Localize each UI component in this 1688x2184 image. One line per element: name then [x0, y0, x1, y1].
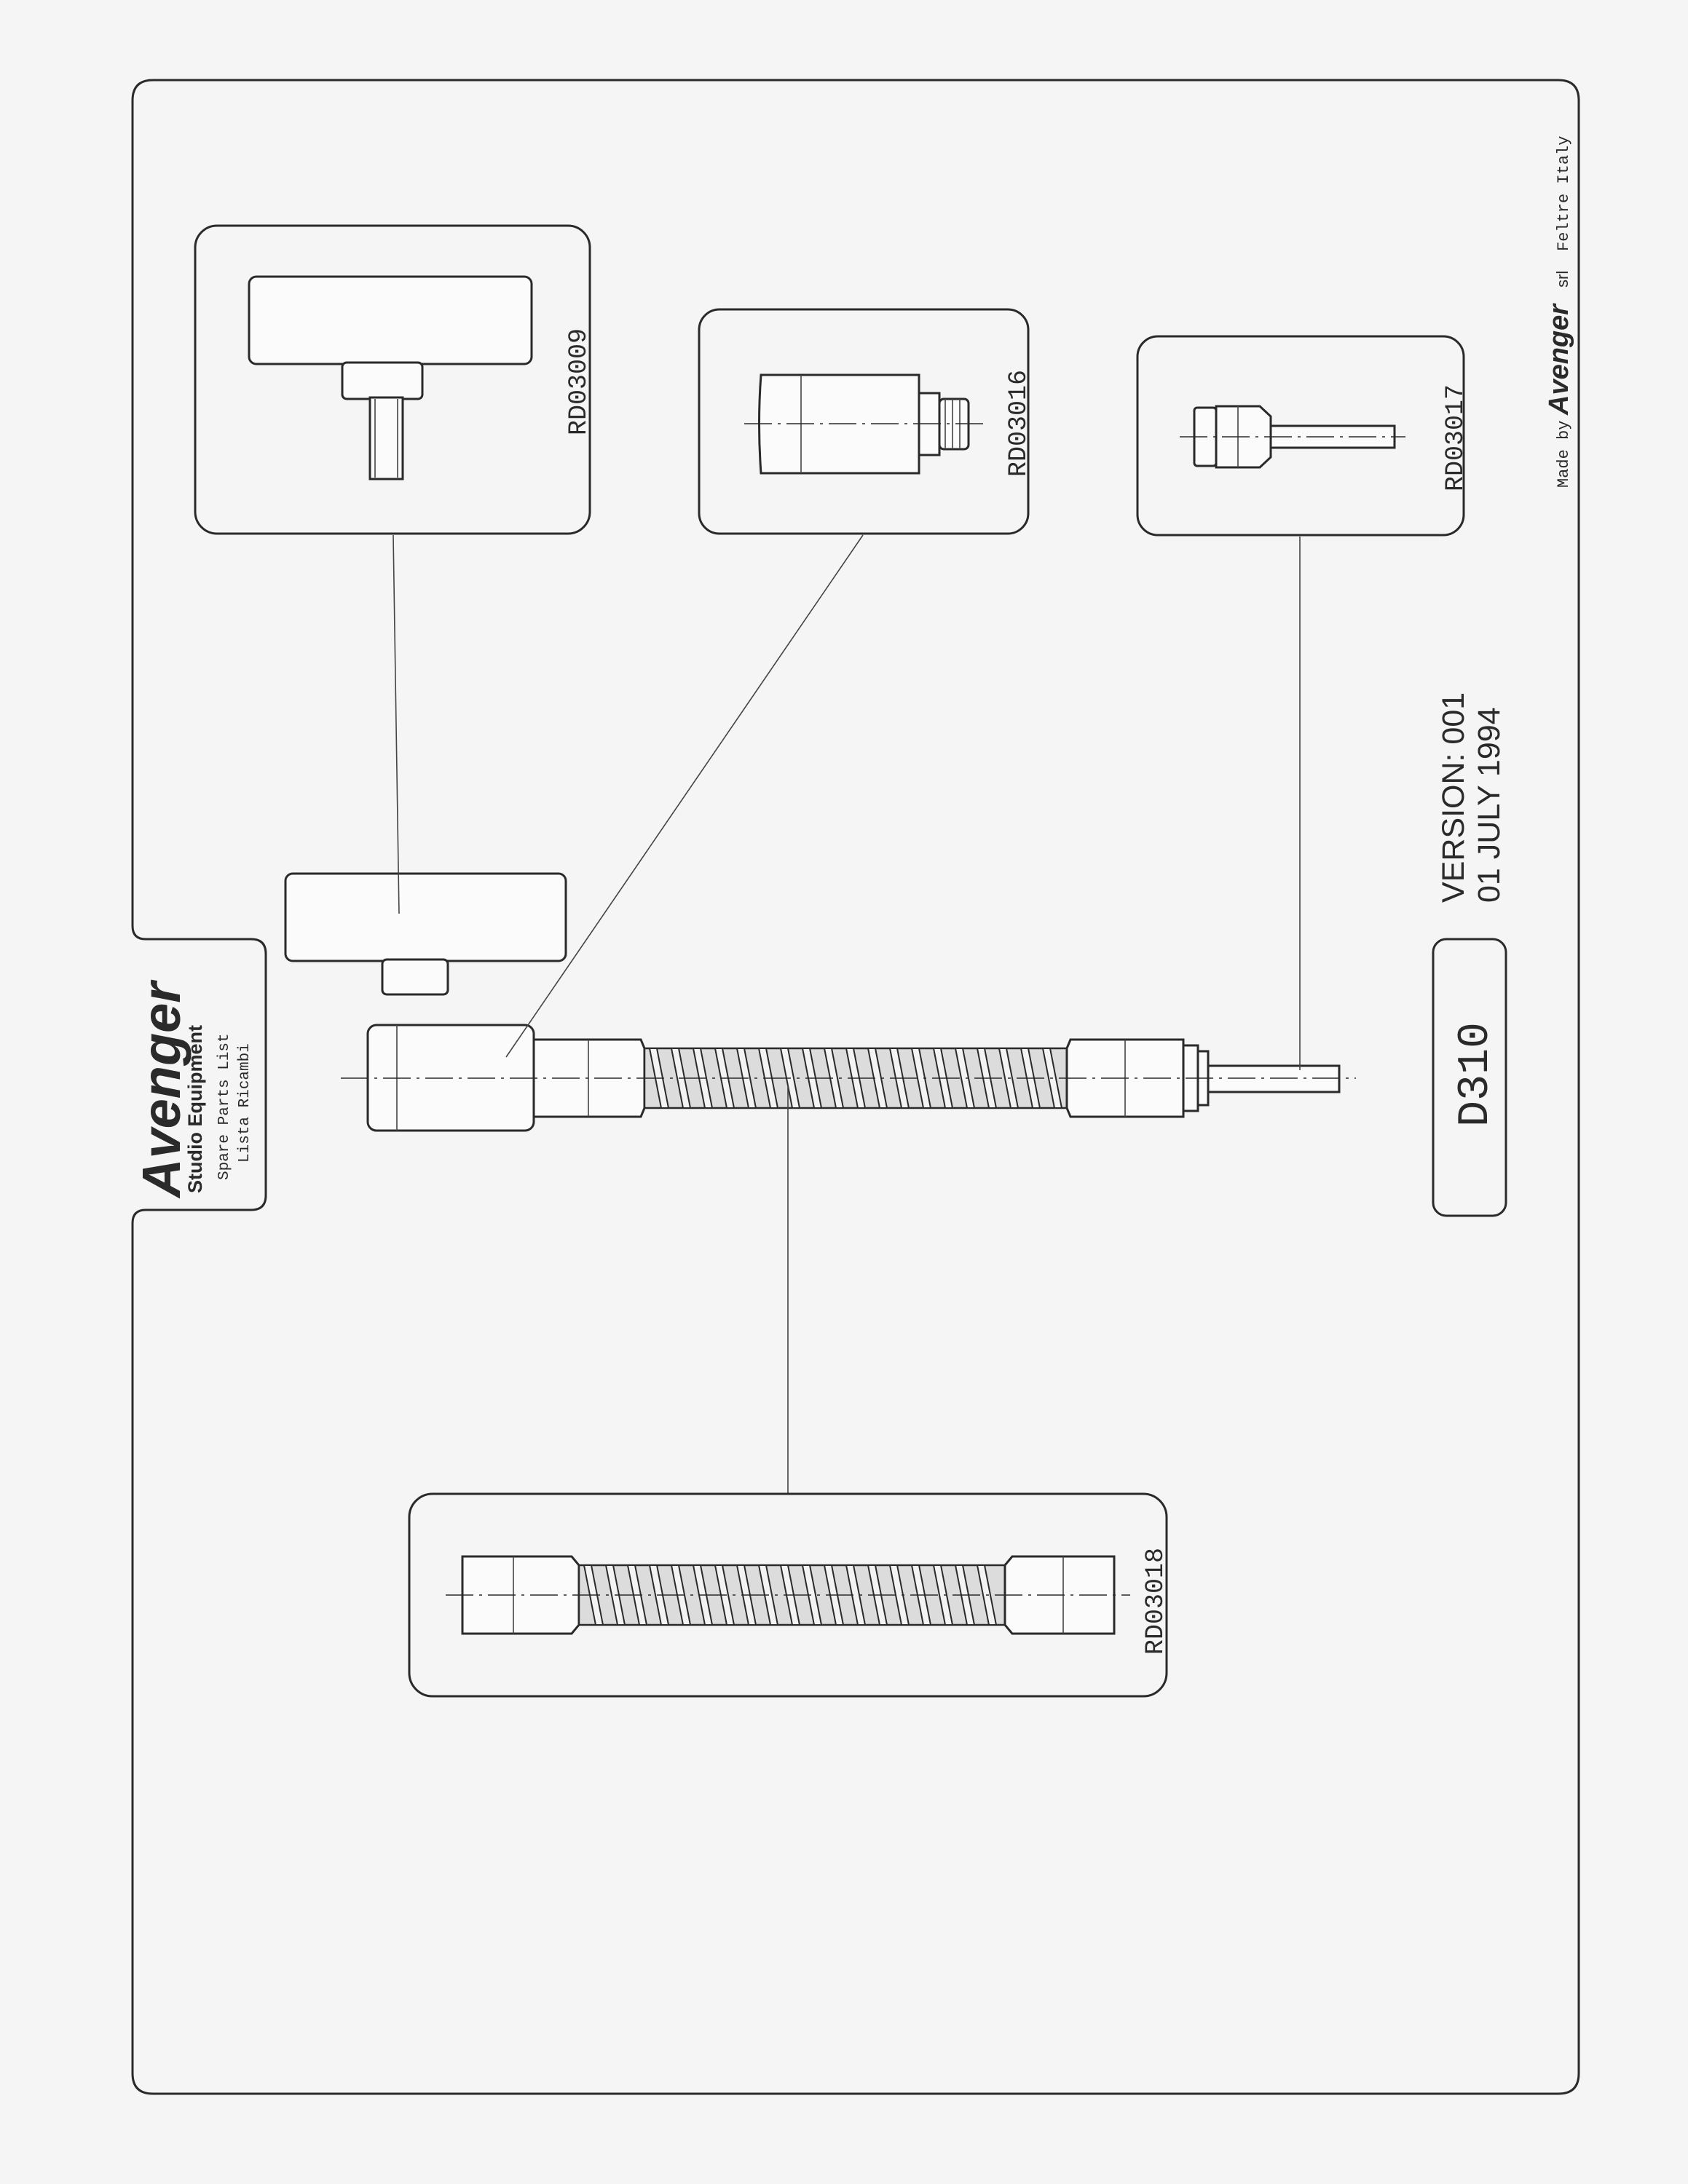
- footer-place: Feltre Italy: [1555, 136, 1573, 251]
- part-box-rd03017: RD03017: [1136, 335, 1470, 537]
- footer-brand: Avenger: [1544, 303, 1574, 416]
- version-label: VERSION: 001: [1436, 692, 1471, 903]
- coil-turn: [801, 1564, 823, 1626]
- coil-turn: [932, 1564, 954, 1626]
- main-assembly: [284, 872, 1356, 1132]
- part-code-rd03018: RD03018: [1141, 1548, 1170, 1655]
- header-block: Avenger Studio Equipment Spare Parts Lis…: [131, 979, 253, 1199]
- footer-suffix: srl: [1553, 271, 1571, 288]
- part-box-rd03016: RD03016: [698, 308, 1033, 535]
- model-code: D310: [1451, 1022, 1501, 1127]
- sheet-frame: [131, 79, 1580, 2095]
- part-box-rd03009: RD03009: [194, 224, 593, 535]
- leader-rd03016: [505, 534, 864, 1058]
- leader-rd03009: [393, 534, 400, 914]
- coil-turn: [823, 1048, 845, 1109]
- coil-turn: [845, 1564, 867, 1626]
- header-spare-parts-list: Spare Parts List: [216, 1033, 233, 1180]
- coil-turn: [910, 1048, 932, 1109]
- coil-turn: [954, 1048, 976, 1109]
- part-box-rd03018: RD03018: [408, 1492, 1170, 1698]
- coil-turn: [867, 1048, 888, 1109]
- coil-turn: [888, 1564, 910, 1626]
- footer-made-by: Made by: [1555, 421, 1573, 488]
- part-code-rd03009: RD03009: [564, 328, 593, 435]
- header-lista-ricambi: Lista Ricambi: [237, 1043, 253, 1163]
- part-code-rd03017: RD03017: [1441, 384, 1470, 491]
- part-code-rd03016: RD03016: [1004, 370, 1033, 477]
- model-box: D310: [1432, 938, 1507, 1217]
- date-label: 01 JULY 1994: [1472, 707, 1507, 903]
- footer-credit: Made by Avenger srl Feltre Italy: [1544, 136, 1574, 488]
- header-subtitle: Studio Equipment: [184, 1025, 206, 1193]
- brand-logo: Avenger: [131, 979, 192, 1199]
